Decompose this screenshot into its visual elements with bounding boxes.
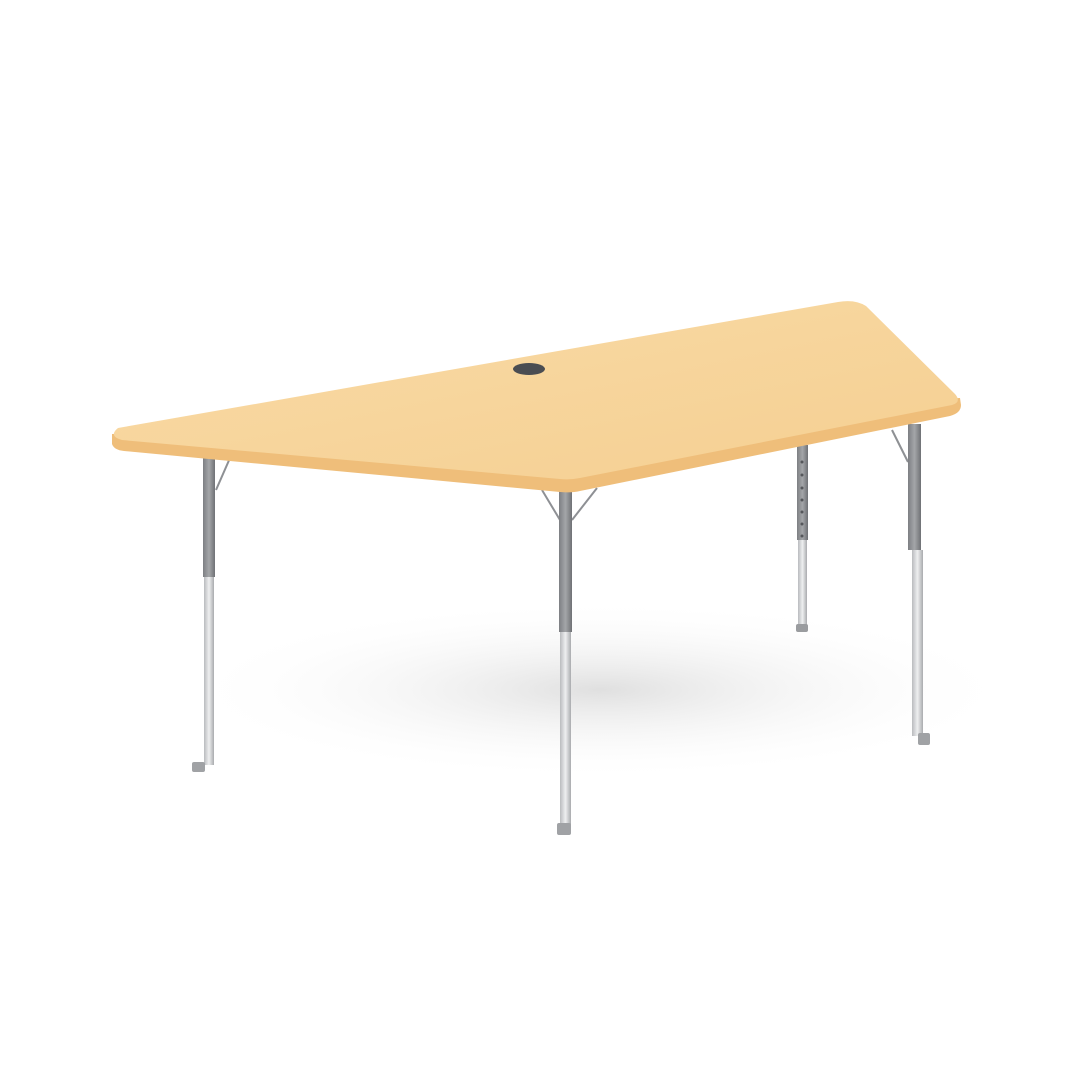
cable-grommet — [513, 363, 545, 375]
leg-back-right — [796, 445, 808, 632]
floor-shadow — [180, 600, 1020, 780]
tabletop-surface — [113, 301, 958, 480]
leg-front-center — [541, 487, 598, 835]
leg-front-left — [192, 455, 231, 772]
leg-right — [891, 424, 930, 745]
